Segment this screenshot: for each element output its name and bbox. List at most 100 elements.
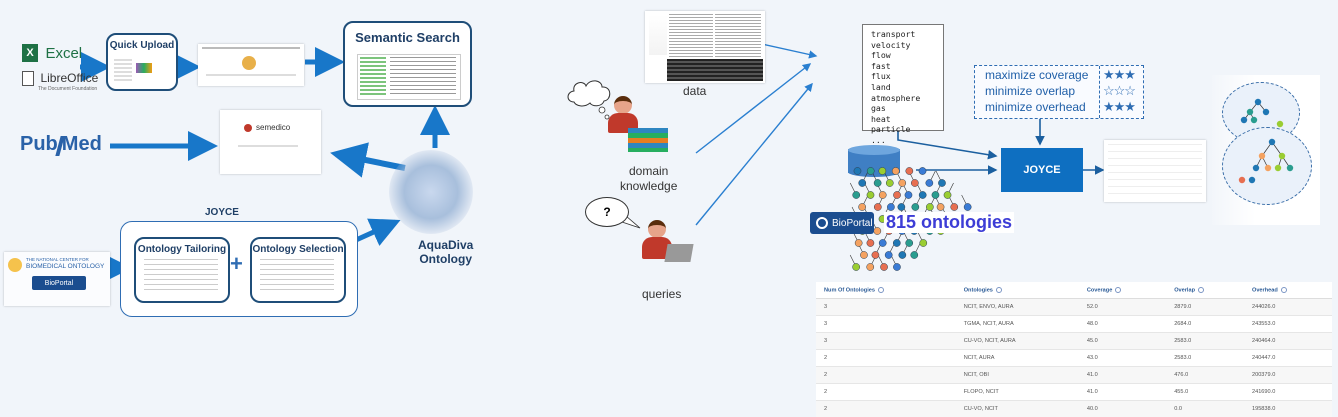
tree-node	[858, 203, 867, 211]
libreoffice-tagline: The Document Foundation	[38, 86, 98, 92]
tree-node	[898, 179, 907, 187]
tree-node	[943, 191, 952, 199]
table-cell: CU-VO, NCIT	[955, 400, 1079, 417]
aquadiva-ontology-label: AquaDiva Ontology	[418, 238, 473, 266]
ncbo-line1: THE NATIONAL CENTER FOR	[26, 257, 89, 262]
tree-node	[853, 167, 862, 175]
mini-results-table	[1104, 140, 1206, 202]
word-item: particle	[871, 124, 911, 135]
table-cell: 41.0	[1078, 366, 1167, 384]
table-cell: 455.0	[1166, 383, 1244, 401]
column-header[interactable]: Num Of Ontologies	[816, 282, 956, 299]
excel-icon: X	[22, 44, 38, 62]
data-label: data	[683, 84, 707, 98]
libreoffice-label: LibreOffice	[40, 71, 99, 85]
tree-node	[852, 263, 860, 271]
tree-node	[878, 167, 887, 175]
column-header[interactable]: Overlap	[1166, 282, 1244, 299]
word-item: gas	[871, 103, 886, 114]
word-item: land	[871, 81, 891, 92]
tree-node	[905, 167, 914, 175]
column-header-label: Coverage	[1086, 287, 1113, 294]
domain-expert-avatar	[600, 94, 670, 158]
table-cell: 2	[816, 349, 956, 367]
ontology-tailoring-box[interactable]: Ontology Tailoring	[134, 237, 230, 303]
tree-node	[873, 227, 882, 235]
sort-icon[interactable]	[877, 286, 884, 293]
ncbo-logo-icon	[8, 258, 22, 272]
ontology-selection-box[interactable]: Ontology Selection	[250, 237, 346, 303]
table-cell: 3	[816, 332, 956, 350]
word-item: velocity	[871, 39, 911, 50]
table-cell: 52.0	[1078, 298, 1167, 316]
tree-node	[911, 179, 919, 187]
tree-node	[936, 203, 945, 211]
sort-icon[interactable]	[1280, 286, 1287, 293]
tree-node	[866, 167, 875, 175]
ontology-selection-label: Ontology Selection	[252, 244, 344, 255]
tree-node	[905, 239, 914, 247]
query-user-avatar	[640, 218, 696, 272]
tree-node	[919, 239, 928, 247]
table-cell: 0.0	[1166, 400, 1244, 417]
queries-label: queries	[642, 287, 682, 301]
column-header-label: Num Of Ontologies	[824, 287, 875, 294]
table-cell: 40.0	[1078, 400, 1167, 417]
joyce-group-title: JOYCE	[205, 207, 239, 218]
excel-logo: X Excel	[22, 44, 82, 62]
goal-label: maximize coverage	[985, 68, 1089, 82]
word-item: ...	[871, 134, 886, 145]
tree-node	[887, 203, 895, 211]
column-header-label: Ontologies	[963, 287, 993, 294]
column-header[interactable]: Overhead	[1243, 282, 1332, 299]
semedico-label: semedico	[256, 123, 291, 132]
quick-upload-box[interactable]: Quick Upload	[106, 33, 178, 91]
table-cell: NCIT, ENVO, AURA	[955, 298, 1079, 316]
goals-divider	[1099, 66, 1100, 118]
sort-icon[interactable]	[1115, 286, 1122, 293]
column-header-label: Overhead	[1251, 287, 1278, 294]
tree-node	[866, 239, 875, 247]
tree-node	[918, 191, 927, 199]
table-cell: 241690.0	[1243, 383, 1332, 401]
semantic-search-box[interactable]: Semantic Search	[343, 21, 472, 107]
tree-node	[880, 263, 888, 271]
table-cell: NCIT, AURA	[955, 349, 1079, 367]
ontology-results-table: Num Of Ontologies Ontologies Coverage Overl…	[816, 282, 1332, 417]
sort-icon[interactable]	[995, 286, 1002, 293]
table-cell: 2879.0	[1166, 298, 1244, 316]
goal-stars-icon: ☆☆☆	[1103, 83, 1136, 98]
goal-label: minimize overhead	[985, 100, 1086, 114]
column-header[interactable]: Coverage	[1078, 282, 1167, 299]
sort-icon[interactable]	[1198, 286, 1205, 293]
selection-preview	[260, 259, 334, 293]
ontology-tailoring-label: Ontology Tailoring	[137, 244, 227, 255]
column-header[interactable]: Ontologies	[955, 282, 1079, 299]
table-cell: 2	[816, 400, 956, 417]
upload-result-thumbnail	[198, 44, 304, 86]
table-cell: 243553.0	[1243, 315, 1332, 333]
libreoffice-logo: LibreOffice The Document Foundation	[22, 69, 98, 92]
table-cell: 41.0	[1078, 383, 1167, 401]
table-cell: 2	[816, 366, 956, 384]
tree-node	[925, 179, 934, 187]
bioportal-badge: BioPortal	[32, 276, 86, 290]
document-icon	[22, 71, 34, 86]
ontologies-count-label: 815 ontologies	[884, 212, 1015, 233]
domain-knowledge-label: domain knowledge	[620, 164, 677, 194]
tree-node	[892, 239, 901, 247]
person-head	[648, 220, 666, 238]
semedico-thumbnail: semedico	[220, 110, 321, 174]
word-item: flux	[871, 71, 891, 82]
table-cell: 200379.0	[1243, 366, 1332, 384]
books-icon	[628, 128, 668, 152]
joyce-process-box[interactable]: JOYCE	[1001, 148, 1083, 192]
